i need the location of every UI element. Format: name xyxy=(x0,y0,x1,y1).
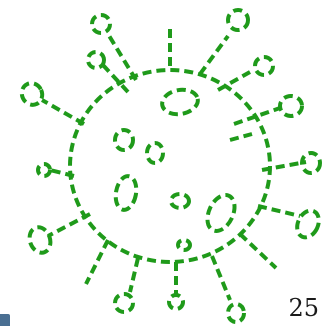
organelle-1 xyxy=(160,87,200,117)
organelle-6 xyxy=(202,191,240,236)
spike-knob-2 xyxy=(228,10,248,30)
spike-knob-13 xyxy=(38,164,50,176)
spike-12 xyxy=(48,214,90,236)
spike-11 xyxy=(86,240,108,284)
organelle-7 xyxy=(178,240,190,250)
organelle-3 xyxy=(147,143,163,163)
organelle-4 xyxy=(113,175,139,212)
spike-knob-9 xyxy=(169,295,183,309)
spike-knob-12 xyxy=(26,224,54,255)
virus-body-outline xyxy=(70,70,270,262)
spike-knob-10 xyxy=(115,294,133,312)
organelle-5 xyxy=(171,194,189,208)
spike-2 xyxy=(200,36,228,74)
spike-10 xyxy=(130,258,138,292)
slide-corner-mark xyxy=(0,314,10,326)
organelle-2 xyxy=(115,130,133,150)
virus-figure xyxy=(18,10,323,322)
spike-knob-6 xyxy=(293,207,323,241)
spike-7 xyxy=(240,234,276,268)
spike-8 xyxy=(212,256,230,300)
spike-16 xyxy=(108,34,136,80)
page-number: 25 xyxy=(288,294,319,322)
spike-17 xyxy=(230,134,252,140)
spike-knob-15 xyxy=(88,52,104,68)
spike-3 xyxy=(218,72,250,90)
spike-5 xyxy=(262,162,306,170)
spike-knob-14 xyxy=(18,80,45,108)
spike-15 xyxy=(102,64,128,92)
spike-knob-8 xyxy=(228,304,244,322)
spike-knob-3 xyxy=(255,57,273,75)
spike-knob-16 xyxy=(92,15,110,33)
spike-14 xyxy=(42,100,84,124)
spike-knob-4 xyxy=(280,96,302,116)
spike-6 xyxy=(258,206,300,216)
